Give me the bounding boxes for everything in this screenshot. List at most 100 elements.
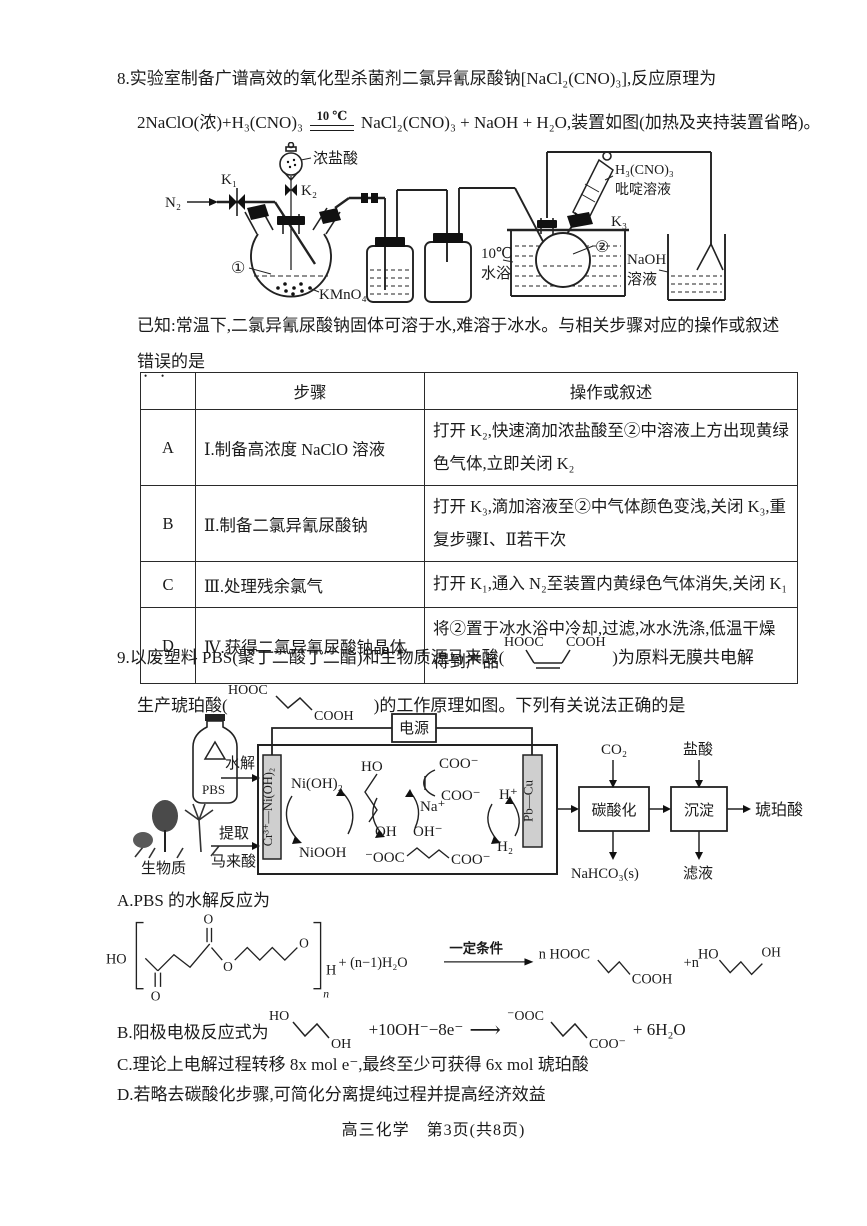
hydrogen-gas-label: H₂ [497,839,513,855]
k3-label: K₃ [611,214,627,230]
hcl-label: 浓盐酸 [313,150,358,167]
q8-known-text: 已知:常温下,二氯异氰尿酸钠固体可溶于水,难溶于冰水。与相关步骤对应的操作或叙述… [137,308,817,381]
n2-label: N₂ [165,195,181,211]
carbonation-label: 碳酸化 [591,802,636,819]
table-row: B Ⅱ.制备二氯异氰尿酸钠 打开 K₃,滴加溶液至②中气体颜色变浅,关闭 K₃,… [140,485,798,562]
co2-label: CO₂ [601,742,627,758]
polymer-o-ester-label: O [223,959,233,974]
n2-arrowhead [209,198,218,206]
power-supply-label: 电源 [399,720,429,737]
succinic-right-label: COOH [314,709,354,724]
filtrate-label: 滤液 [683,865,713,882]
table-header-operation: 操作或叙述 [424,372,798,410]
q8-equation-condition: 10 ℃ [316,109,348,124]
q8-known-line1: 已知:常温下,二氯异氰尿酸钠固体可溶于水,难溶于冰水。与相关步骤对应的操作或叙述 [137,316,780,335]
option-a-equation: HO O O O O n H + (n−1)H₂O 一定条件 n HOOC CO… [106,911,781,1003]
maleate-coo-top-label: COO⁻ [439,756,479,772]
pyridine-label-1: H₃(CNO)₃ [615,163,674,178]
option-letter: B [140,485,196,562]
double-bond-equals-sign [309,124,354,131]
q8-equation-condition-stack: 10 ℃ [309,109,354,131]
plus-water-label: + (n−1)H₂O [338,955,407,971]
page-footer: 高三化学 第3页(共8页) [341,1122,526,1139]
biomass-icon: 生物质 [133,800,220,877]
kmno4-label: KMnO₄ [319,287,367,303]
naoh-label-2: 溶液 [627,271,657,288]
hcl-flow-label: 盐酸 [683,741,713,758]
succinic-left-label: HOOC [228,683,268,698]
hydroxide-ion-label: OH⁻ [413,824,443,840]
sodium-ion-label: Na⁺ [420,799,445,815]
q8-intro: 8.实验室制备广谱高效的氧化型杀菌剂二氯异氰尿酸钠[NaCl₂(CNO)₃],反… [117,69,717,88]
option-b-label: B.阳极电极反应式为 [117,1022,269,1042]
extract-arrowhead [252,842,260,850]
flask2-label: ② [595,239,609,256]
nickel-hydroxide-label: Ni(OH)₂ [291,776,343,792]
precipitation-label: 沉淀 [684,802,714,819]
q9-intro-part4: )的工作原理如图。下列有关说法正确的是 [373,695,686,715]
q8-table: 步骤 操作或叙述 A Ⅰ.制备高浓度 NaClO 溶液 打开 K₂,快速滴加浓盐… [140,372,798,684]
anode-electrode [262,754,282,860]
plus-n-label: +n [684,955,699,971]
table-corner-cell [140,372,196,410]
niooh-label: NiOOH [299,845,347,861]
table-row: A Ⅰ.制备高浓度 NaClO 溶液 打开 K₂,快速滴加浓盐酸至②中溶液上方出… [140,409,798,486]
maleic-acid-structure: HOOC COOH [504,632,612,678]
option-c: C.理论上电解过程转移 8x mol e⁻,最终至少可获得 6x mol 琥珀酸 [117,1055,589,1074]
q9-intro-part3: 生产琥珀酸( [137,695,228,715]
b-coo-label: COO⁻ [589,1037,626,1052]
option-a-label: A.PBS 的水解反应为 [117,891,271,910]
k1-label: K₁ [221,172,237,188]
polymer-ho-label: HO [106,952,127,968]
b-ooc-label: ⁻OOC [507,1009,544,1024]
condition-label: 一定条件 [449,940,503,956]
nahco3-label: NaHCO₃(s) [571,866,639,882]
q8-equation: 2NaClO(浓)+H₃(CNO)₃ 10 ℃ NaCl₂(CNO)₃ + Na… [137,108,857,133]
operation-cell: 打开 K₁,通入 N₂至装置内黄绿色气体消失,关闭 K₁ [424,561,798,608]
option-b-line: B.阳极电极反应式为 HO OH +10OH⁻−8e⁻ ⟶ ⁻OOC COO⁻ … [117,1004,857,1056]
step-cell: Ⅳ.获得二氯异氰尿酸钠晶体 [195,607,425,684]
succinate-ooc-label: ⁻OOC [365,850,405,866]
table-header-step: 步骤 [195,372,425,410]
q8-equation-left: 2NaClO(浓)+H₃(CNO)₃ [137,113,303,132]
q8-known-emphasis: 错误 [137,351,171,371]
pbs-label: PBS [202,782,225,797]
product1-prefix-label: n HOOC [539,946,590,962]
polymer-o-down-label: O [151,988,161,1003]
succinate-coo-label: COO⁻ [451,852,491,868]
apparatus-diagram: N₂ K₁ 浓盐酸 K₂ ① KMnO₄ 10℃ 水浴 H₃(CNO)₃ 吡啶溶… [165,142,726,303]
electrolysis-flow-diagram: PBS 生物质 水解 提取 马来酸 电源 [133,713,803,882]
k2-label: K₂ [301,183,317,199]
q9-intro-line2: 生产琥珀酸( HOOC COOH )的工作原理如图。下列有关说法正确的是 [137,678,857,728]
product2-suffix-label: OH [761,945,781,960]
q8-known-rest: 的是 [171,351,205,371]
extract-label-1: 提取 [219,825,249,842]
step-cell: Ⅰ.制备高浓度 NaClO 溶液 [195,409,425,486]
flask1-label: ① [231,260,245,277]
operation-cell: 打开 K₃,滴加溶液至②中气体颜色变浅,关闭 K₃,重复步骤Ⅰ、Ⅱ若干次 [424,485,798,562]
option-b-tail: + 6H₂O [632,1020,686,1039]
bath-label: 水浴 [481,265,511,282]
step-cell: Ⅲ.处理残余氯气 [195,561,425,608]
operation-cell: 打开 K₂,快速滴加浓盐酸至②中溶液上方出现黄绿色气体,立即关闭 K₂ [424,409,798,486]
succinic-acid-output-label: 琥珀酸 [755,801,803,819]
biomass-label: 生物质 [141,860,186,877]
hydrolysis-label: 水解 [225,755,255,772]
cathode-electrode [522,754,543,848]
bath-temp-label: 10℃ [481,246,513,262]
option-b-succinate-structure: ⁻OOC COO⁻ [507,1004,633,1056]
product1-suffix-label: COOH [632,971,673,987]
table-row: C Ⅲ.处理残余氯气 打开 K₁,通入 N₂至装置内黄绿色气体消失,关闭 K₁ [140,561,798,608]
q9-intro-part1: 9.以废塑料 PBS(聚丁二酸丁二酯)和生物质源马来酸( [117,647,505,667]
butanediol-oh-label: OH [375,824,397,840]
maleic-left-label: HOOC [504,635,544,650]
b-oh-label: OH [331,1037,351,1052]
extract-label-2: 马来酸 [211,853,256,870]
table-header-row: 步骤 操作或叙述 [140,372,798,410]
operation-cell: 将②置于冰水浴中冷却,过滤,冰水洗涤,低温干燥得到产品 [424,607,798,684]
naoh-label-1: NaOH [627,252,666,268]
anode-label: Cr³⁺—Ni(OH)₂ [261,768,275,847]
q9-intro-part2: )为原料无膜共电解 [612,647,754,667]
q8-equation-right: NaCl₂(CNO)₃ + NaOH + H₂O,装置如图(加热及夹持装置省略)… [360,113,821,132]
